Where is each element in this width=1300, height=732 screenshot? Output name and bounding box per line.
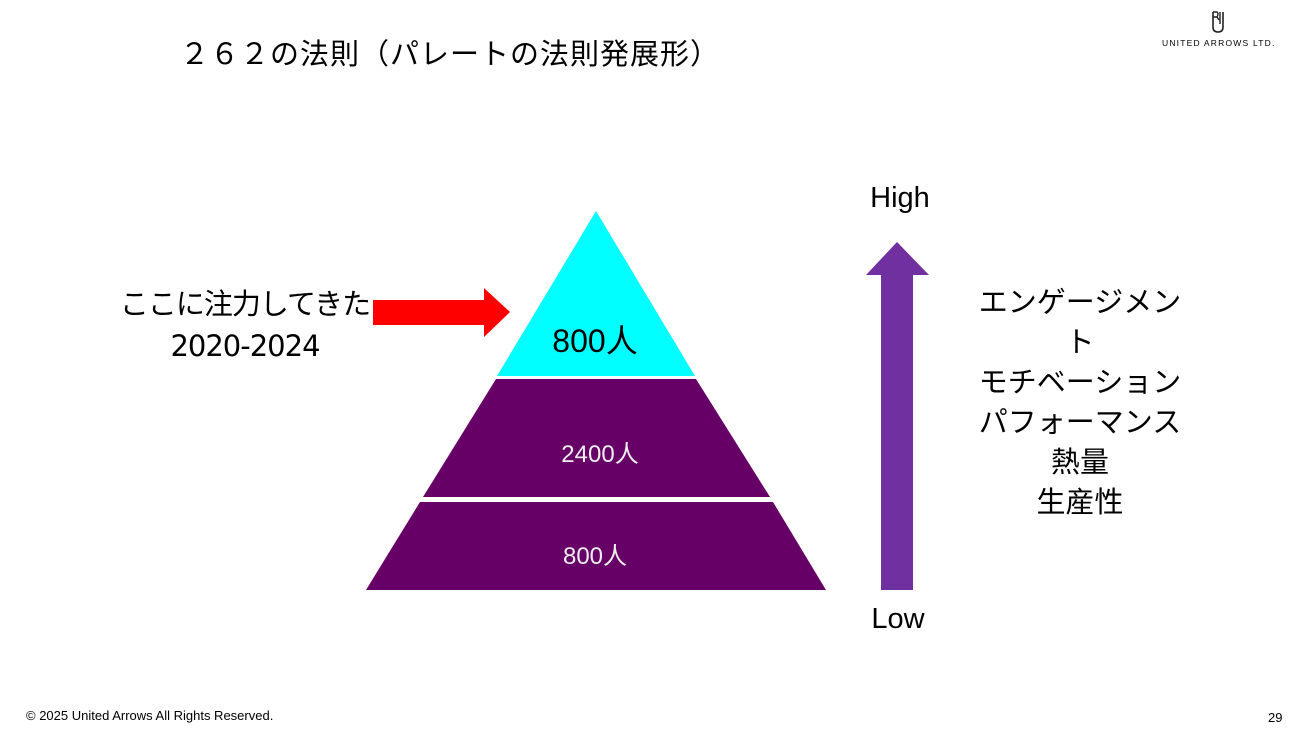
copyright: © 2025 United Arrows All Rights Reserved… <box>26 708 274 723</box>
scale-high-label: High <box>870 182 930 214</box>
pyramid-top-label: 800人 <box>552 323 638 359</box>
focus-note-line1: ここに注力してきた <box>119 287 371 321</box>
pyramid-bottom-label: 800人 <box>562 543 628 570</box>
pyramid-middle-level <box>423 379 770 497</box>
focus-note: ここに注力してきた 2020-2024 <box>110 283 380 367</box>
metrics-list: エンゲージメント モチベーション パフォーマンス 熱量 生産性 <box>960 282 1200 522</box>
scale-low-label: Low <box>871 603 925 635</box>
page-number: 29 <box>1268 710 1283 725</box>
metric-item: 熱量 <box>1050 445 1109 479</box>
focus-note-line2: 2020-2024 <box>170 329 320 363</box>
metric-item: 生産性 <box>1036 485 1124 519</box>
metric-item: パフォーマンス <box>978 405 1182 439</box>
focus-arrow-icon <box>373 288 510 337</box>
scale-up-arrow-icon <box>866 242 929 590</box>
company-logo-text: UNITED ARROWS LTD. <box>1162 38 1276 48</box>
metric-item: エンゲージメント <box>978 285 1182 359</box>
metric-item: モチベーション <box>978 365 1182 399</box>
pyramid-bottom-level <box>366 502 826 590</box>
pyramid-middle-label: 2400人 <box>561 441 639 468</box>
pyramid-top-level <box>497 211 695 376</box>
slide-title: ２６２の法則（パレートの法則発展形） <box>180 37 721 71</box>
united-arrows-logo-icon <box>1212 11 1224 33</box>
